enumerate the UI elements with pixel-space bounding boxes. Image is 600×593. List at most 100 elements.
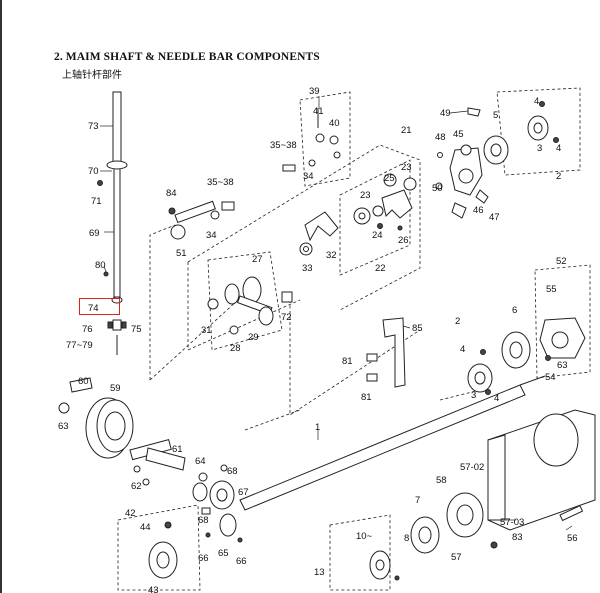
lower-left-parts [148,521,178,579]
right-middle-parts [467,317,586,395]
part-label: 39 [309,86,320,97]
part-label: 56 [567,533,578,544]
part-label: 59 [110,383,121,394]
upper-small-parts [282,108,341,172]
part-label: 62 [131,481,142,492]
part-label: 3 [471,390,476,401]
part-label: 34 [303,171,314,182]
part-label: 55 [546,284,557,295]
part-label: 84 [166,188,177,199]
part-label: 57 [451,552,462,563]
part-label: 68 [198,515,209,526]
part-label: 51 [176,248,187,259]
part-label: 57-02 [460,462,484,473]
part-label: 75 [131,324,142,335]
part-label: 31 [201,325,212,336]
part-label: 73 [88,121,99,132]
part-label: 57-03 [500,517,524,528]
part-label: 23 [360,190,371,201]
page-edge [0,0,2,593]
part-label: 4 [460,344,465,355]
part-label: 81 [342,356,353,367]
part-label: 58 [436,475,447,486]
part-label: 25 [384,173,395,184]
part-label: 7 [415,495,420,506]
part-label: 34 [206,230,217,241]
connecting-rod [207,276,293,335]
part-label: 1 [315,422,320,433]
part-label: 29 [248,332,259,343]
part-label: 69 [89,228,100,239]
part-label: 45 [453,129,464,140]
part-label: 54 [545,372,556,383]
main-shaft [239,375,546,511]
part-label: 22 [375,263,386,274]
part-label: 35~38 [270,140,297,151]
part-label: 42 [125,508,136,519]
part-labels: 73 70 71 69 80 74 76 75 77~79 60 59 63 3… [58,86,578,593]
part-label: 26 [398,235,409,246]
upper-left-parts [168,200,235,240]
part-label: 65 [218,548,229,559]
part-label: 80 [95,260,106,271]
part-label: 47 [489,212,500,223]
part-label: 21 [401,125,412,136]
bracket-parts [366,317,406,388]
part-label: 48 [435,132,446,143]
part-label: 3 [537,143,542,154]
part-label: 74 [88,303,99,314]
group-22-parts [353,173,417,231]
part-label: 32 [326,250,337,261]
gear-parts [192,464,243,543]
part-label: 52 [556,256,567,267]
part-label: 64 [195,456,206,467]
diagram-title: 2. MAIM SHAFT & NEEDLE BAR COMPONENTS [54,51,320,63]
part-label: 35~38 [207,177,234,188]
part-label: 5 [493,110,498,121]
part-label: 8 [404,533,409,544]
part-label: 71 [91,196,102,207]
part-label: 4 [494,393,499,404]
part-label: 76 [82,324,93,335]
part-label: 67 [238,487,249,498]
part-label: 44 [140,522,151,533]
crank-parts [299,211,339,256]
part-label: 2 [455,316,460,327]
part-label: 24 [372,230,383,241]
leader-lines [100,96,573,531]
part-label: 60 [78,376,89,387]
part-label: 27 [252,254,263,265]
diagram-subtitle: 上轴针杆部件 [62,70,122,81]
part-label: 85 [412,323,423,334]
lower-right-parts [369,409,596,581]
part-label: 13 [314,567,325,578]
part-label: 41 [313,106,324,117]
part-label: 43 [148,585,159,593]
part-label: 50 [432,183,443,194]
part-label: 10~ [356,531,373,542]
upper-right-parts [435,101,559,219]
part-label: 46 [473,205,484,216]
part-label: 83 [512,532,523,543]
part-label: 68 [227,466,238,477]
part-label: 49 [440,108,451,119]
part-label: 6 [512,305,517,316]
part-label: 33 [302,263,313,274]
part-label: 63 [58,421,69,432]
part-label: 28 [230,343,241,354]
part-label: 2 [556,171,561,182]
part-label: 72 [281,312,292,323]
part-label: 63 [557,360,568,371]
part-label: 4 [534,96,539,107]
part-label: 77~79 [66,340,93,351]
highlight-box [79,298,120,315]
handwheel [58,377,186,486]
part-label: 70 [88,166,99,177]
part-label: 23 [401,162,412,173]
part-label: 4 [556,143,561,154]
part-label: 81 [361,392,372,403]
needle-bar-assembly [97,91,128,355]
part-label: 66 [236,556,247,567]
